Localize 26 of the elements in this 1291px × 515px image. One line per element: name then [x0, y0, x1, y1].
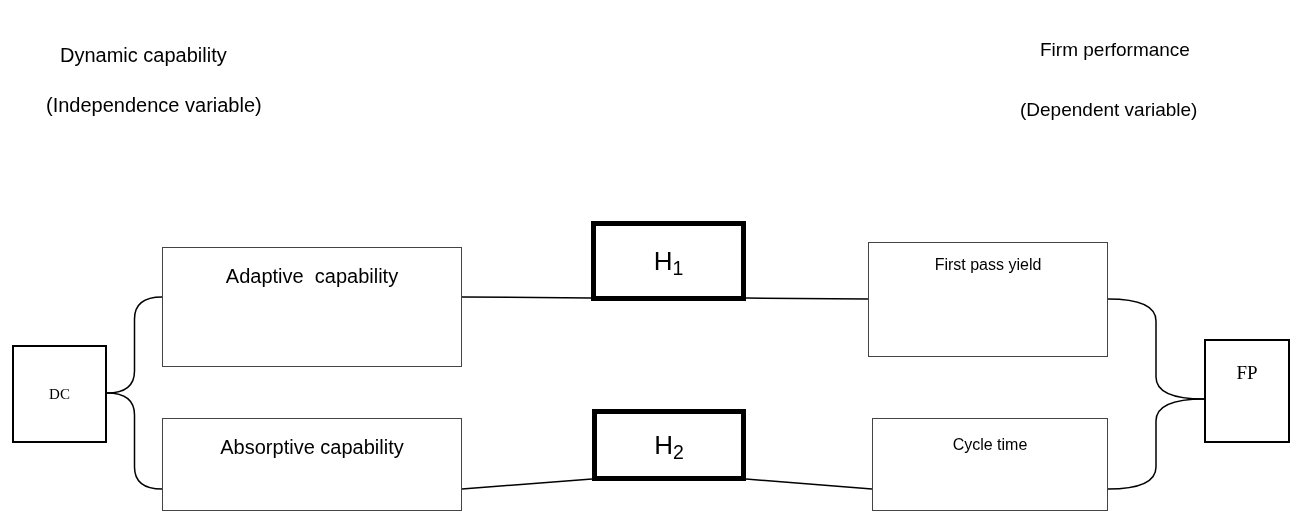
- heading-text: (Independence variable): [46, 93, 262, 118]
- heading-text: Dynamic capability: [60, 43, 227, 68]
- connector-line: [745, 297, 869, 300]
- node-label: Cycle time: [952, 435, 1028, 455]
- node-label: First pass yield: [934, 255, 1042, 275]
- node-label: Adaptive capability: [225, 264, 399, 289]
- hypothesis-box: [592, 409, 746, 481]
- process-box: [872, 418, 1108, 511]
- connector-line: [745, 478, 873, 490]
- heading-text: Firm performance: [1040, 38, 1190, 62]
- node-label: FP: [1236, 361, 1258, 385]
- connector-line: [461, 478, 593, 490]
- node-label: Absorptive capability: [220, 435, 404, 460]
- node-label: H$_{1}$: [653, 244, 684, 278]
- process-box: [12, 345, 107, 443]
- node-label: DC: [49, 384, 70, 404]
- process-box: [1204, 339, 1290, 443]
- connector-line: [461, 296, 592, 299]
- node-label: H$_{2}$: [654, 428, 684, 462]
- connector-line: [106, 392, 163, 490]
- hypothesis-box: [591, 221, 746, 301]
- process-box: [868, 242, 1108, 357]
- process-box: [162, 247, 462, 367]
- connector-line: [1107, 398, 1205, 490]
- heading-text: (Dependent variable): [1020, 98, 1198, 122]
- process-box: [162, 418, 462, 511]
